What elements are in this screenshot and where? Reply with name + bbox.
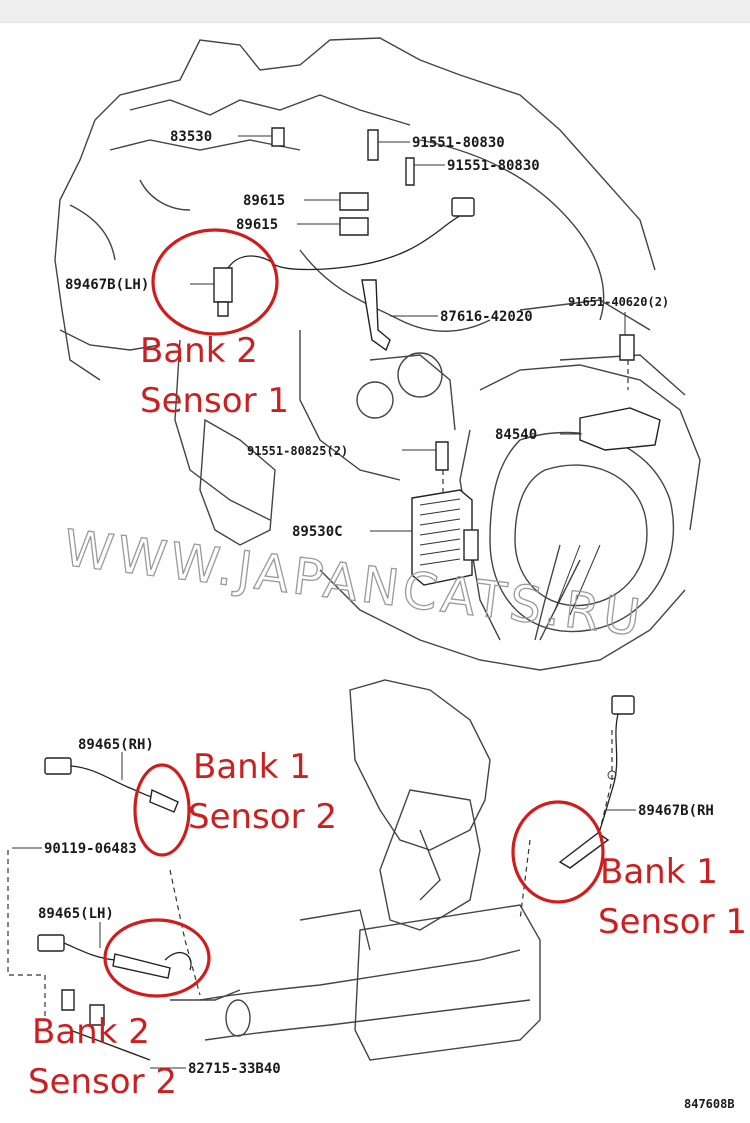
part-number-labels: 83530 91551-80830 91551-80830 89615 8961… [38, 129, 735, 1111]
dashed-leaders [7, 360, 629, 1020]
figure-id: 847608B [684, 1097, 735, 1111]
part-label-90119-06483: 90119-06483 [44, 841, 137, 857]
highlight-circle-b2s1 [151, 228, 279, 336]
sensor-highlight-circles [103, 228, 605, 998]
sensor-89465-rh-harness [44, 757, 179, 813]
sensor-89467B-rh-harness [558, 695, 635, 869]
part-label-91651-40620: 91651-40620(2) [568, 295, 669, 309]
label-b1s2-line1: Bank 1 [193, 747, 311, 787]
part-label-83530: 83530 [170, 129, 212, 145]
label-b1s1-line2: Sensor 1 [598, 902, 747, 942]
exhaust-outline [170, 679, 541, 1061]
label-b1s1-line1: Bank 1 [600, 852, 718, 892]
sensor-89467B-lh-harness [213, 197, 475, 317]
part-label-89530C: 89530C [292, 524, 343, 540]
part-label-82715-33B40: 82715-33B40 [188, 1061, 281, 1077]
part-label-89467B-lh: 89467B(LH) [65, 277, 149, 293]
ecu-module-89530C [411, 489, 479, 586]
label-b2s1-line2: Sensor 1 [140, 381, 289, 421]
top-small-parts [271, 127, 661, 471]
sensor-position-labels: Bank 2 Sensor 1 Bank 1 Sensor 2 Bank 1 S… [28, 331, 747, 1102]
viewer-top-bar [0, 0, 750, 23]
part-label-89465-rh: 89465(RH) [78, 737, 154, 753]
label-b2s1-line1: Bank 2 [140, 331, 258, 371]
label-b1s2-line2: Sensor 2 [188, 797, 337, 837]
highlight-circle-b1s1 [511, 800, 605, 904]
label-b2s2-line1: Bank 2 [32, 1012, 150, 1052]
highlight-circle-b2s2 [103, 918, 211, 998]
watermark-text: WWW.JAPANCATS.RU [61, 519, 648, 648]
part-label-91551-80830-b: 91551-80830 [447, 158, 540, 174]
sensor-89465-lh-harness [37, 934, 192, 1061]
part-label-89615-b: 89615 [236, 217, 278, 233]
highlight-circle-b1s2 [133, 763, 191, 857]
part-leaders [12, 135, 636, 1069]
part-label-87616-42020: 87616-42020 [440, 309, 533, 325]
part-label-84540: 84540 [495, 427, 537, 443]
label-b2s2-line2: Sensor 2 [28, 1062, 177, 1102]
part-label-89467B-rh: 89467B(RH [638, 803, 714, 819]
part-label-91551-80830-a: 91551-80830 [412, 135, 505, 151]
part-label-89465-lh: 89465(LH) [38, 906, 114, 922]
part-label-91551-80825: 91551-80825(2) [247, 444, 348, 458]
part-label-89615-a: 89615 [243, 193, 285, 209]
